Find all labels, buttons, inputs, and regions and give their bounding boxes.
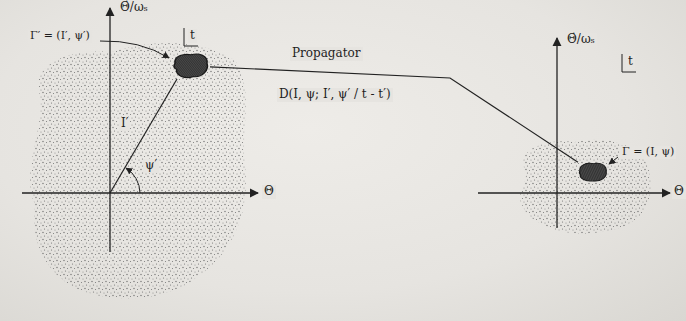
propagator-line [210, 67, 578, 162]
phase-cloud [30, 43, 246, 298]
vertical-axis [109, 8, 110, 252]
axis-label: Θ̇/ωₛ [565, 33, 597, 47]
vertical-axis [556, 38, 557, 228]
patch-shape [174, 54, 208, 78]
patch-outline [172, 52, 210, 80]
patch-outline [578, 161, 608, 183]
leader-arrow [100, 41, 169, 58]
radius-vector [110, 79, 177, 193]
angle-arc [126, 168, 140, 193]
phase-patch: Γ = (I, ψ) [578, 161, 608, 183]
patch-shape [579, 163, 606, 181]
phase-patch: Γ′ = (I′, ψ′) [172, 52, 210, 80]
axis-label: I′ [119, 117, 130, 131]
edge-label: Propagator [290, 47, 363, 61]
axis-label: t [626, 55, 635, 69]
axis-label: Θ [262, 185, 276, 199]
horizontal-axis [478, 192, 670, 193]
time-bracket [622, 54, 636, 72]
axis-label: t [188, 29, 197, 43]
time-bracket [184, 28, 198, 46]
axis-label: D(I, ψ; I′, ψ′ / t - t′) [277, 88, 393, 102]
patch-label: Γ = (I, ψ) [620, 146, 676, 159]
patch-label: Γ′ = (I′, ψ′) [28, 30, 92, 43]
axis-label: Θ [672, 185, 686, 199]
leader-arrow [609, 157, 618, 164]
axis-label: ψ′ [143, 159, 159, 173]
axis-label: Θ̇/ωₛ [118, 1, 150, 15]
